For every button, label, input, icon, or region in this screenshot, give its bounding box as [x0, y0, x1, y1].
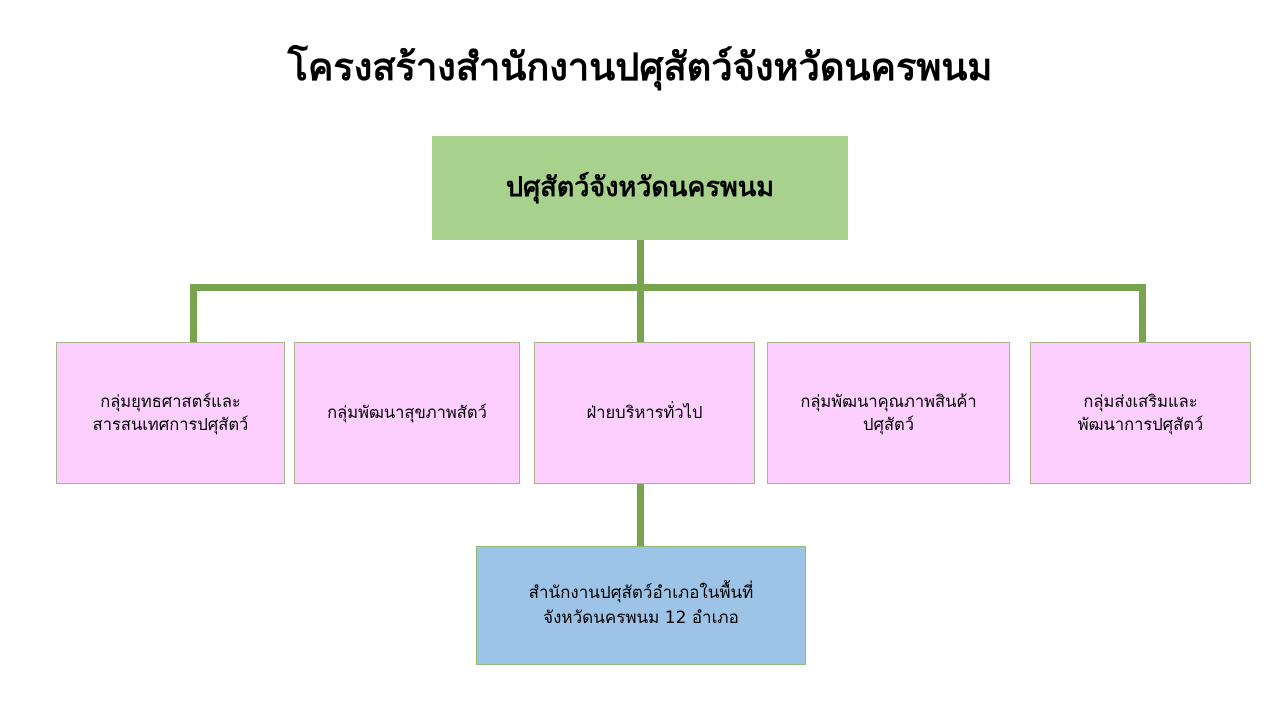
- org-node-division-5-label: กลุ่มส่งเสริมและ พัฒนาการปศุสัตว์: [1077, 391, 1204, 434]
- connector-root-stem: [637, 240, 644, 291]
- org-node-division-1[interactable]: กลุ่มยุทธศาสตร์และ สารสนเทศการปศุสัตว์: [56, 342, 285, 484]
- org-node-division-2[interactable]: กลุ่มพัฒนาสุขภาพสัตว์: [294, 342, 520, 484]
- org-node-division-1-label: กลุ่มยุทธศาสตร์และ สารสนเทศการปศุสัตว์: [92, 391, 249, 434]
- page-title: โครงสร้างสำนักงานปศุสัตว์จังหวัดนครพนม: [287, 45, 993, 89]
- connector-drop-division-5: [1139, 284, 1146, 343]
- org-node-division-5[interactable]: กลุ่มส่งเสริมและ พัฒนาการปศุสัตว์: [1030, 342, 1251, 484]
- org-node-division-3-label: ฝ่ายบริหารทั่วไป: [586, 403, 703, 423]
- org-node-division-4[interactable]: กลุ่มพัฒนาคุณภาพสินค้า ปศุสัตว์: [767, 342, 1010, 484]
- org-node-leaf-district-offices[interactable]: สำนักงานปศุสัตว์อำเภอในพื้นที่ จังหวัดนค…: [476, 546, 806, 665]
- connector-division-3-to-leaf: [637, 483, 644, 547]
- org-node-division-2-label: กลุ่มพัฒนาสุขภาพสัตว์: [327, 403, 487, 423]
- org-node-root[interactable]: ปศุสัตว์จังหวัดนครพนม: [432, 136, 848, 240]
- org-node-division-4-label: กลุ่มพัฒนาคุณภาพสินค้า ปศุสัตว์: [800, 391, 977, 434]
- org-node-leaf-district-offices-label: สำนักงานปศุสัตว์อำเภอในพื้นที่ จังหวัดนค…: [528, 583, 754, 628]
- connector-drop-division-3: [637, 284, 644, 343]
- org-node-root-label: ปศุสัตว์จังหวัดนครพนม: [505, 171, 775, 203]
- connector-horizontal-bus: [190, 284, 1146, 291]
- org-node-division-3[interactable]: ฝ่ายบริหารทั่วไป: [534, 342, 755, 484]
- connector-drop-division-1: [190, 284, 197, 343]
